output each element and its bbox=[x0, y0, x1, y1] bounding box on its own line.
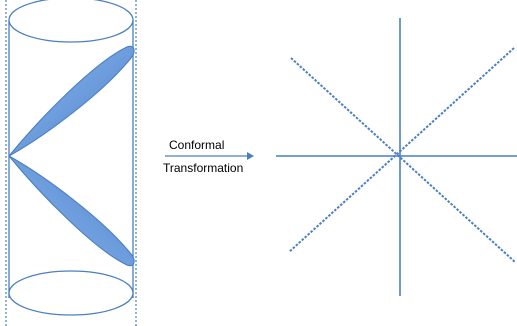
light-ray-diagonal-1 bbox=[290, 57, 516, 263]
minkowski-diagram bbox=[276, 18, 517, 296]
cylinder-top-ellipse bbox=[8, 0, 134, 43]
cylinder-diagram bbox=[5, 0, 137, 326]
transformation-arrow bbox=[165, 152, 254, 160]
lower-light-cone-leaf bbox=[8, 155, 135, 267]
transformation-label-line2: Transformation bbox=[163, 161, 244, 175]
light-ray-diagonal-2 bbox=[288, 47, 515, 253]
arrow-head-icon bbox=[247, 152, 254, 160]
cylinder-bottom-ellipse bbox=[8, 270, 134, 316]
upper-light-cone-leaf bbox=[8, 45, 135, 157]
transformation-label-line1: Conformal bbox=[169, 138, 225, 152]
